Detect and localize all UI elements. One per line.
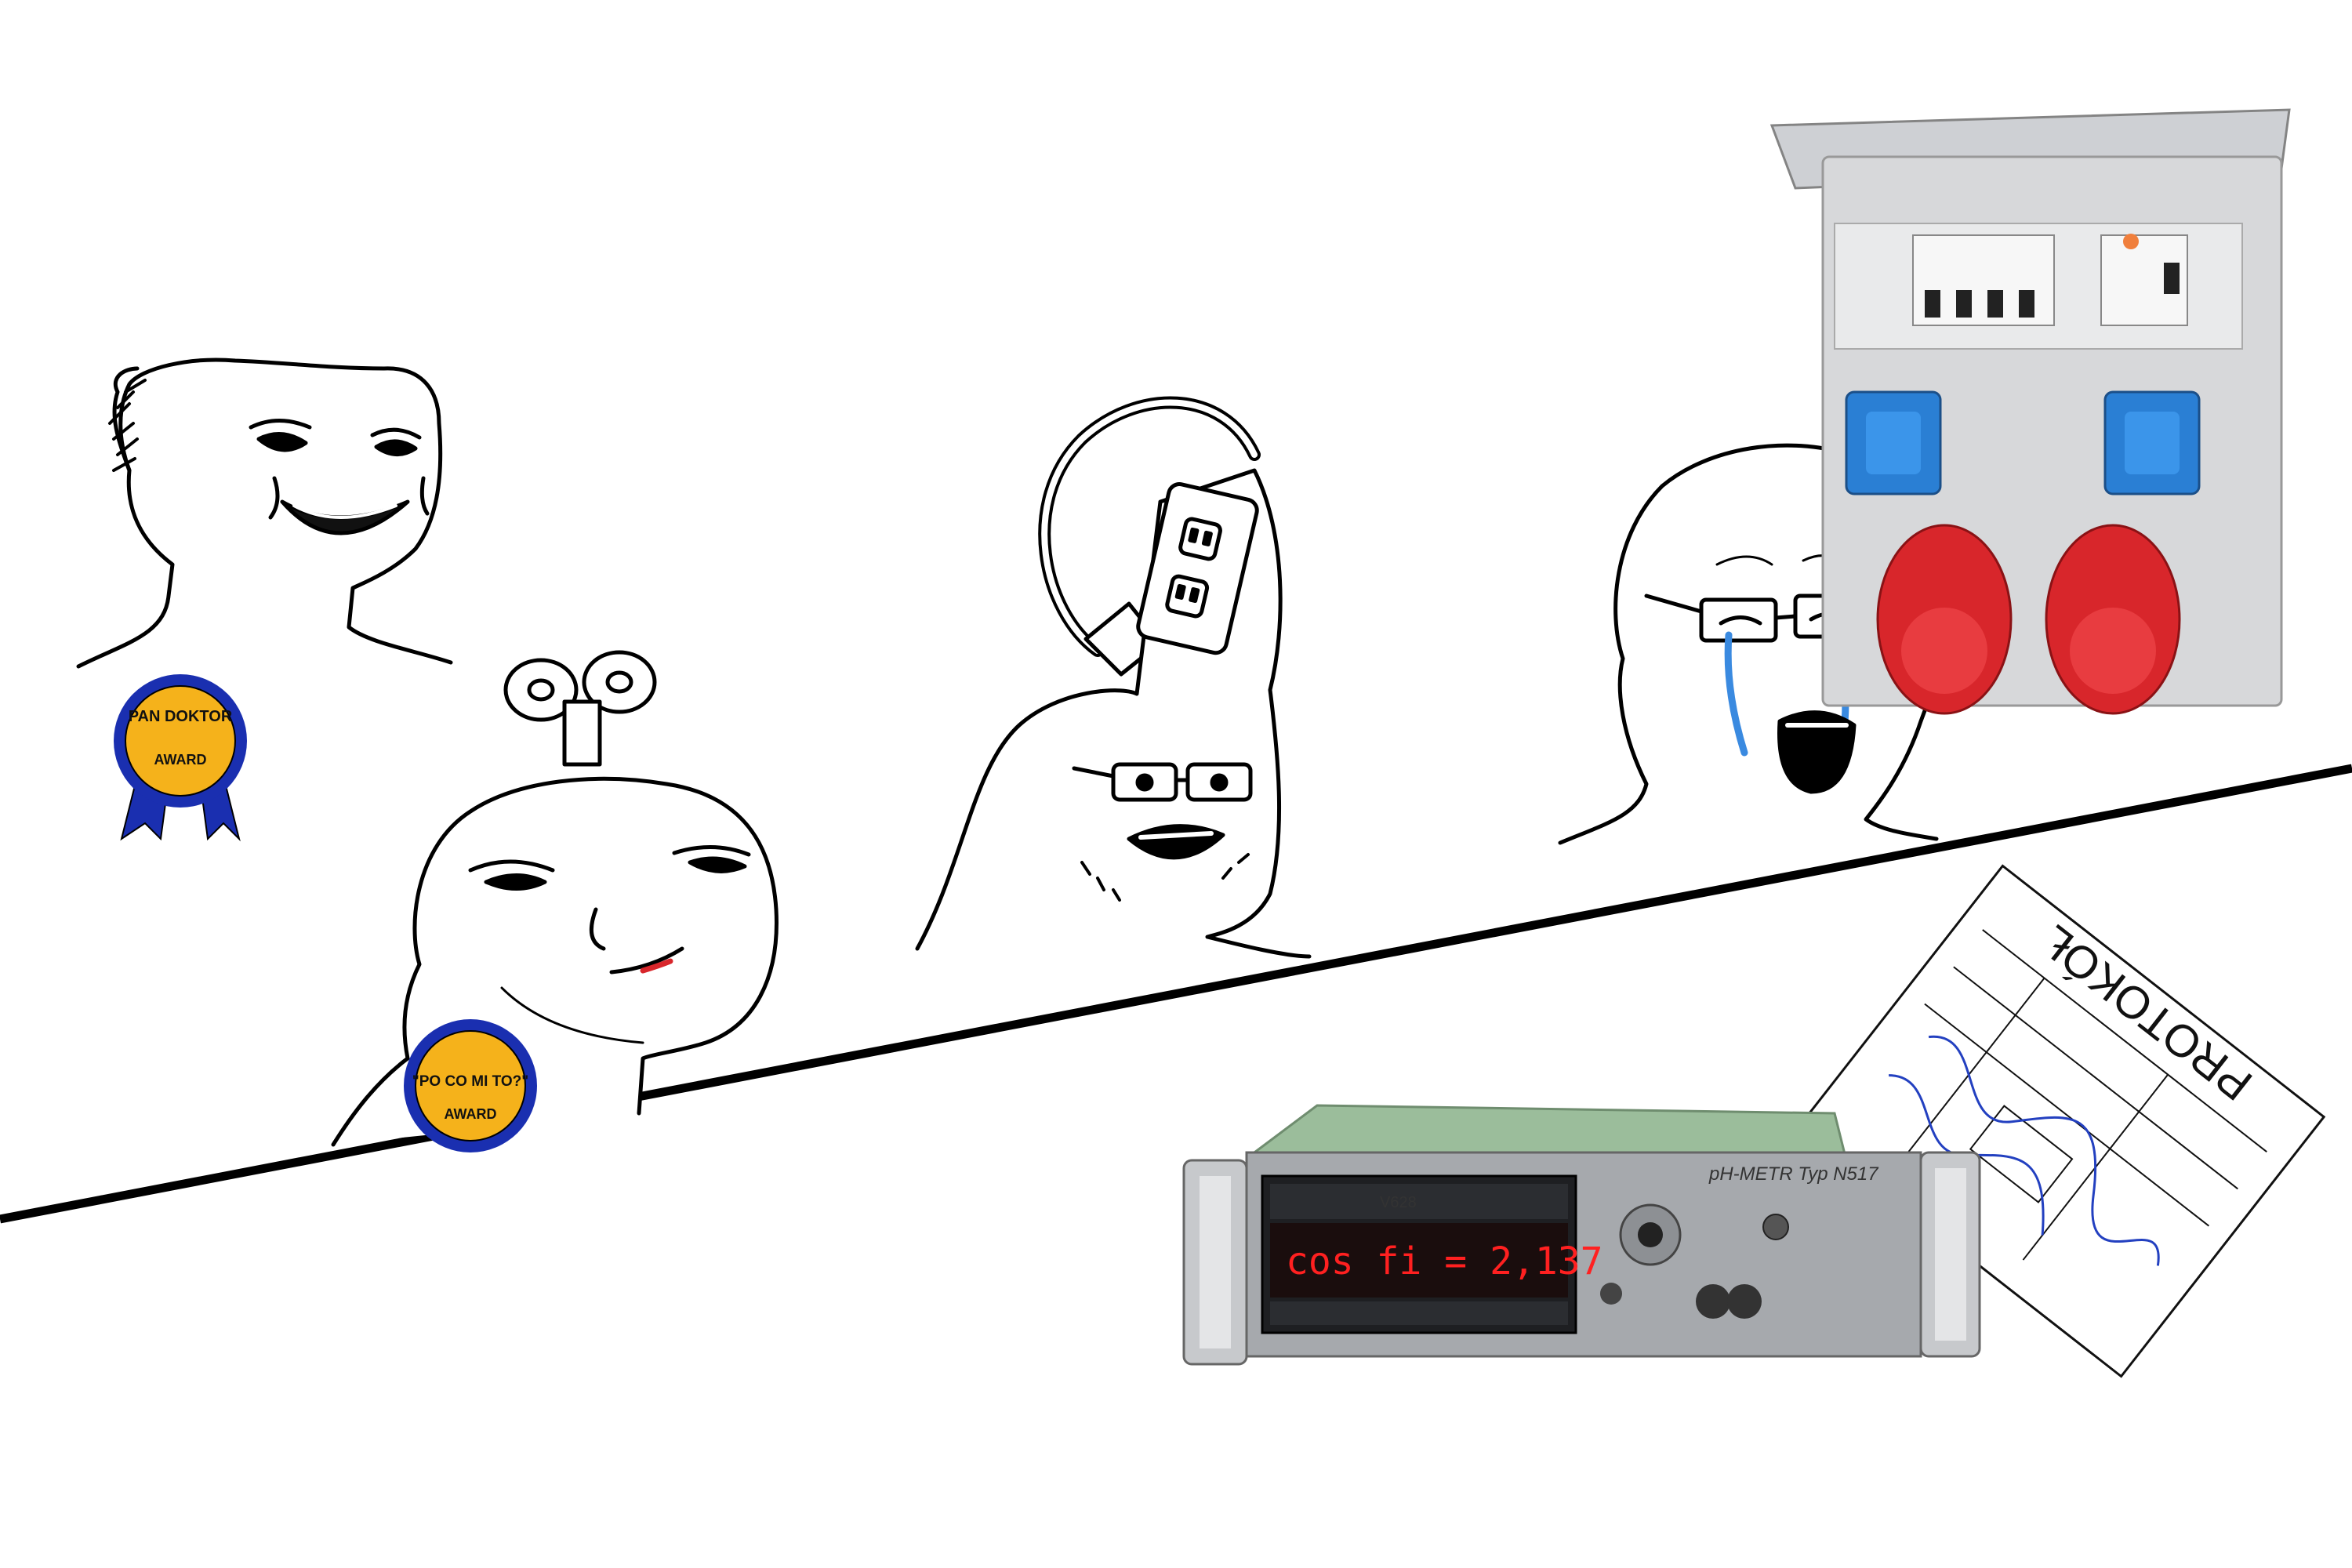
- diagonal-divider: [0, 764, 2352, 1224]
- blue-socket-left: [1845, 390, 1942, 495]
- po-co-mi-to-award-badge: "PO CO MI TO?" AWARD: [404, 1019, 537, 1152]
- pan-doktor-award-badge: PAN DOKTOR AWARD: [114, 674, 247, 842]
- windup-wojak: [331, 650, 779, 1147]
- red-socket-right: [2045, 524, 2181, 715]
- badge1-line2: AWARD: [154, 752, 207, 768]
- badge1-line1: PAN DOKTOR: [129, 708, 233, 725]
- blue-socket-right: [2103, 390, 2201, 495]
- electrical-distribution-box: [1769, 108, 2291, 715]
- smug-wojak: [76, 358, 453, 669]
- powerstrip-wojak: [915, 396, 1312, 959]
- ph-meter-device: V628 cos fi = 2,137 pH-METR Typ N517: [1182, 1104, 1981, 1366]
- meter-display: cos fi = 2,137: [1286, 1240, 1603, 1283]
- meter-model: V628: [1380, 1194, 1417, 1211]
- badge2-line2: AWARD: [445, 1106, 497, 1122]
- red-socket-left: [1876, 524, 2013, 715]
- meter-brand-plate: pH-METR Typ N517: [1708, 1163, 1879, 1185]
- badge2-line1: "PO CO MI TO?": [412, 1073, 529, 1090]
